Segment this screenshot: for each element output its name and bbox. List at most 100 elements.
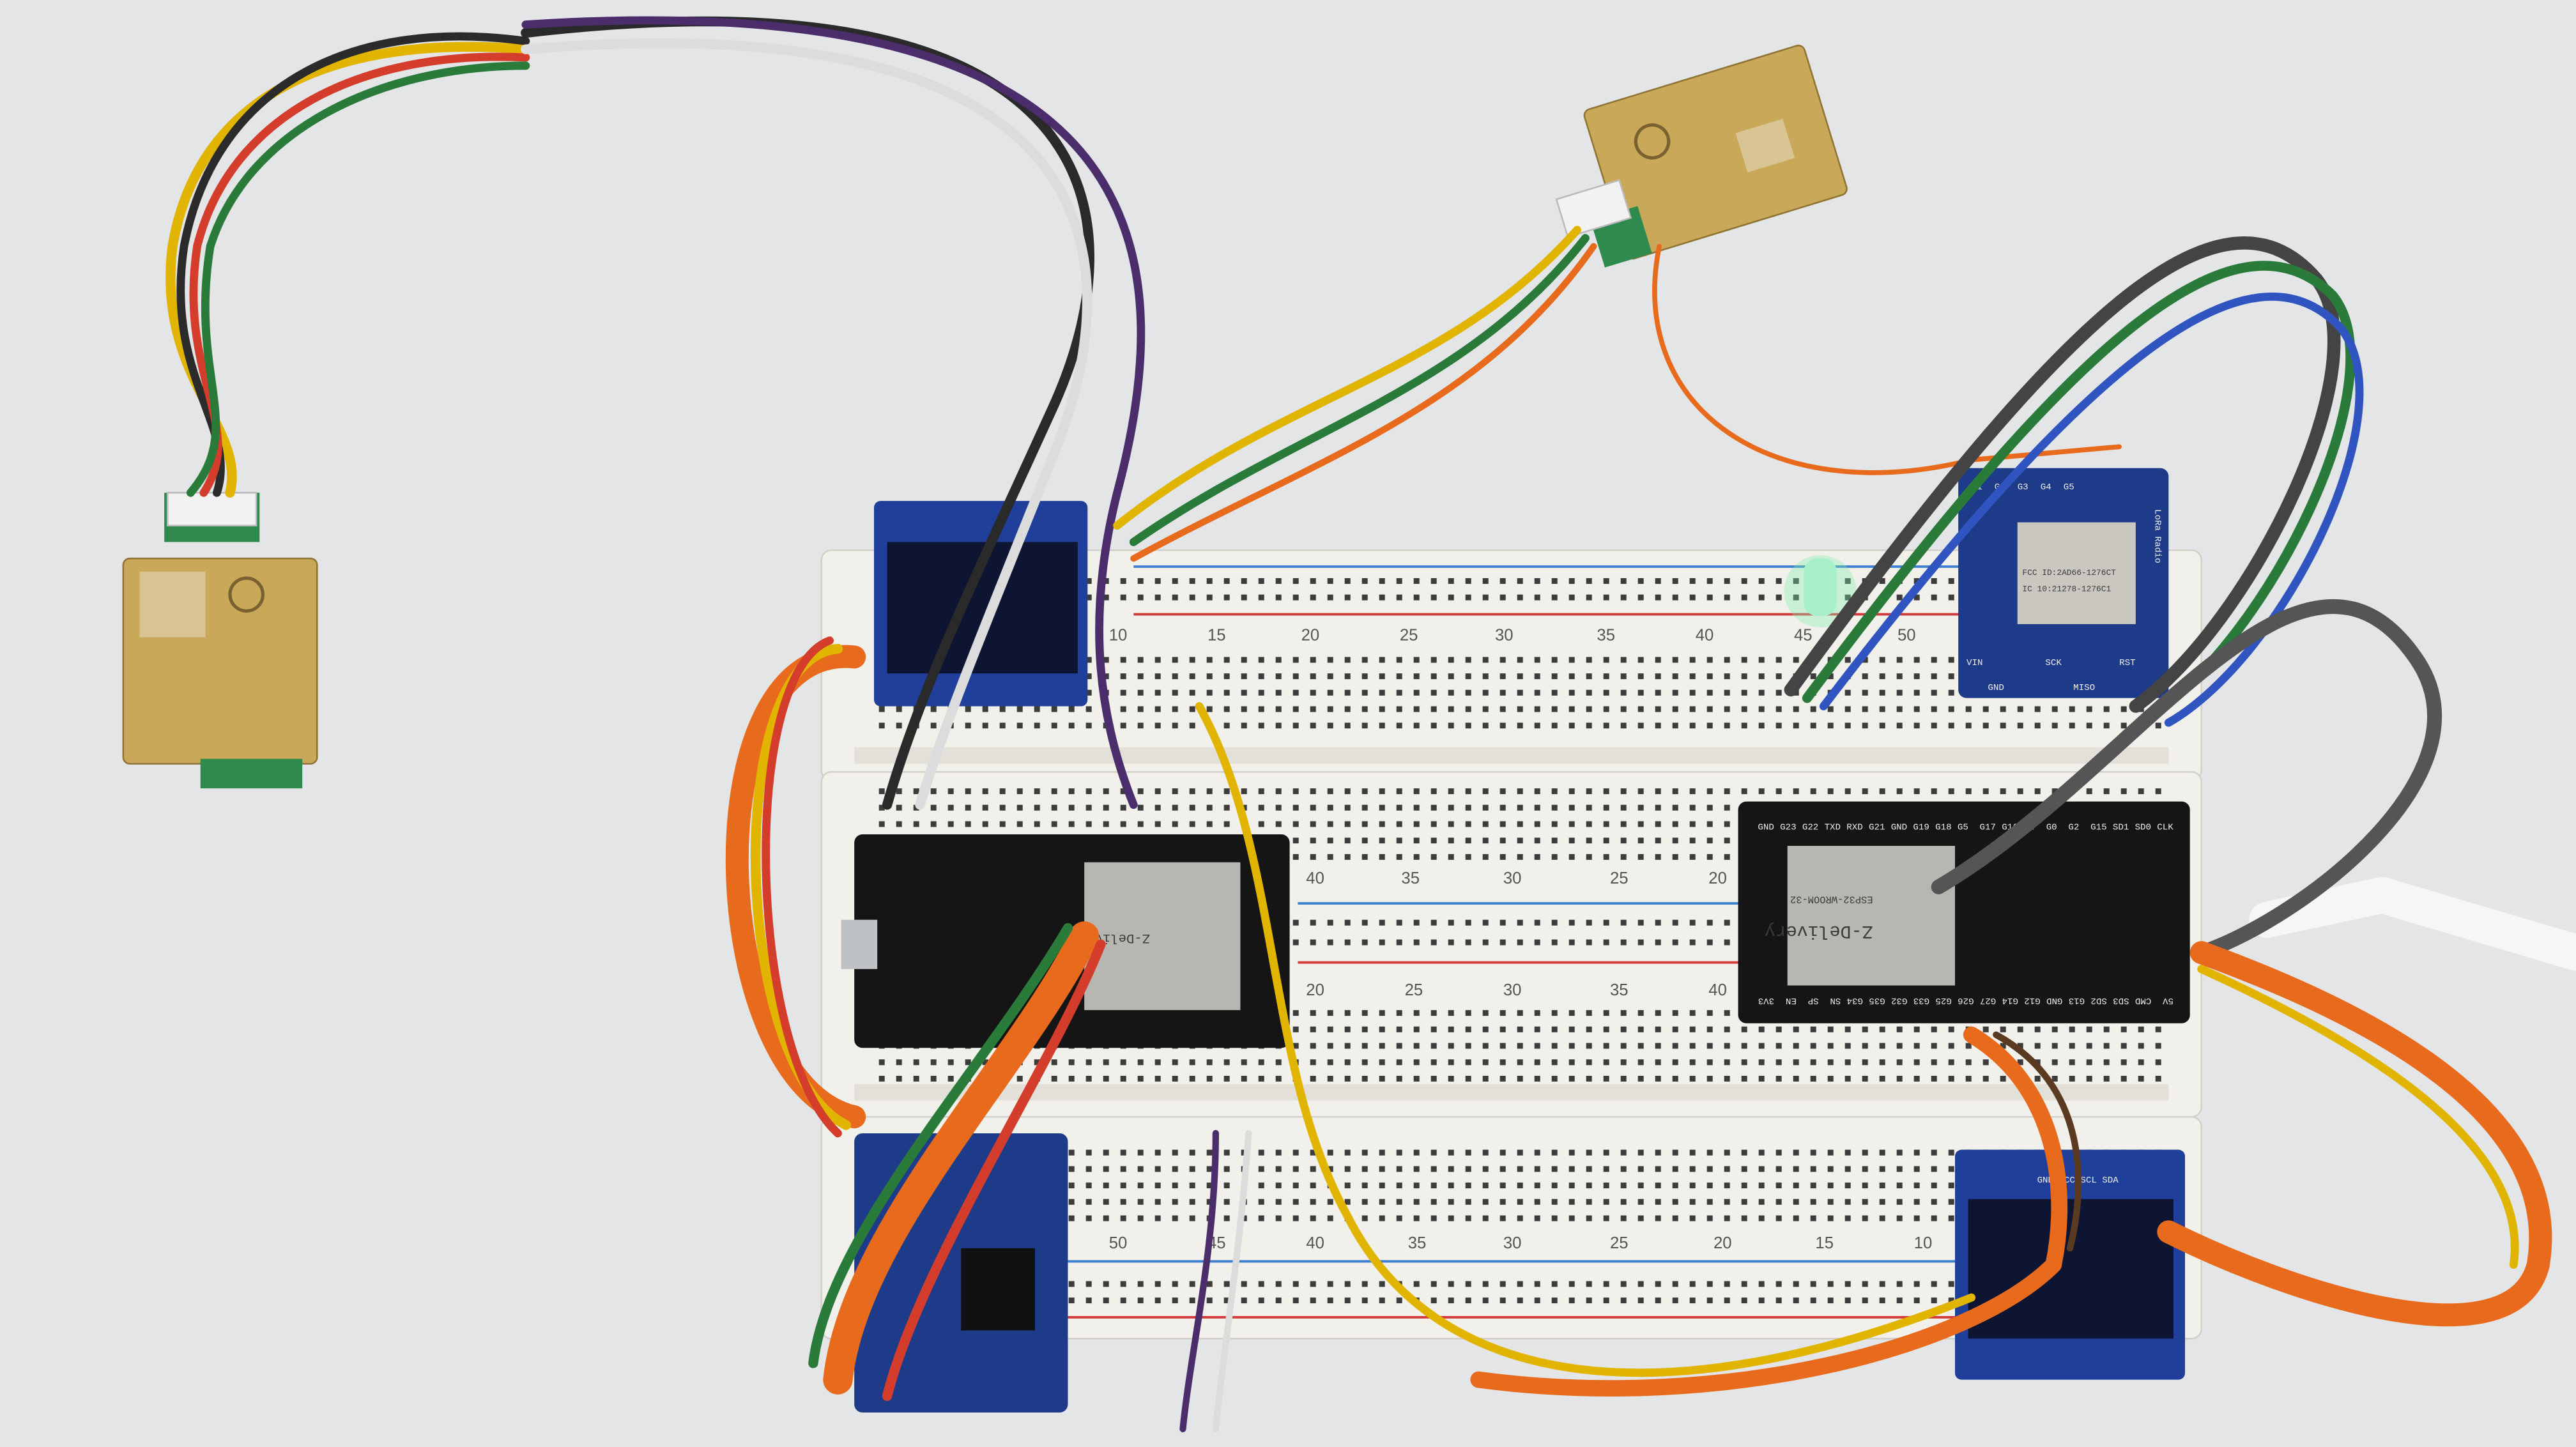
breadboard-hole (1655, 1166, 1661, 1172)
breadboard-hole (1793, 788, 1799, 795)
breadboard-hole (1913, 1059, 1920, 1066)
breadboard-hole (1465, 919, 1471, 926)
breadboard-hole (1655, 1298, 1661, 1304)
breadboard-hole (1310, 1026, 1316, 1032)
breadboard-hole (1413, 689, 1420, 696)
breadboard-hole (2069, 1059, 2075, 1066)
breadboard-hole (1637, 1026, 1644, 1032)
breadboard-hole (1741, 1298, 1747, 1304)
breadboard-hole (1603, 657, 1609, 663)
breadboard-hole (1154, 673, 1161, 680)
breadboard-hole (1758, 723, 1765, 729)
breadboard-hole (1344, 594, 1351, 601)
breadboard-hole (1361, 1198, 1368, 1205)
breadboard-hole (1327, 1059, 1333, 1066)
breadboard-hole (1896, 723, 1903, 729)
breadboard-hole (1482, 1010, 1489, 1016)
breadboard-hole (1551, 1059, 1558, 1066)
breadboard-hole (1103, 673, 1109, 680)
breadboard-hole (1430, 657, 1437, 663)
breadboard-hole (1982, 706, 1989, 712)
breadboard-hole (1499, 578, 1506, 584)
breadboard-hole (1844, 594, 1851, 601)
col-number: 40 (1708, 981, 1727, 999)
breadboard-hole (1085, 1215, 1092, 1221)
breadboard-hole (2000, 1075, 2006, 1082)
breadboard-hole (1344, 578, 1351, 584)
breadboard-hole (1396, 673, 1402, 680)
breadboard-hole (1120, 657, 1126, 663)
breadboard-hole (1051, 821, 1057, 827)
breadboard-hole (1465, 854, 1471, 860)
breadboard-hole (1430, 1075, 1437, 1082)
esp32-pin-label: G2 (2068, 822, 2079, 832)
breadboard-hole (1396, 578, 1402, 584)
breadboard-hole (1827, 1281, 1834, 1287)
breadboard-hole (1879, 1281, 1885, 1287)
breadboard-hole (1189, 673, 1195, 680)
breadboard-hole (1551, 1075, 1558, 1082)
breadboard-hole (1361, 1166, 1368, 1172)
breadboard-hole (1068, 1298, 1075, 1304)
breadboard-hole (1120, 1183, 1126, 1189)
breadboard-hole (1103, 1059, 1109, 1066)
breadboard-hole (1068, 788, 1075, 795)
breadboard-hole (1482, 939, 1489, 946)
breadboard-hole (1051, 706, 1057, 712)
breadboard-hole (1620, 1059, 1627, 1066)
breadboard-hole (1913, 689, 1920, 696)
breadboard-hole (1482, 1075, 1489, 1082)
breadboard-hole (1448, 838, 1454, 844)
breadboard-hole (1327, 689, 1333, 696)
breadboard-hole (1223, 788, 1230, 795)
lora-pin-gnd: GND (1988, 683, 2004, 693)
breadboard-hole (1827, 1075, 1834, 1082)
breadboard-hole (1379, 706, 1385, 712)
breadboard-hole (1931, 788, 1937, 795)
breadboard-hole (1637, 919, 1644, 926)
breadboard-hole (1551, 723, 1558, 729)
breadboard-hole (1758, 1298, 1765, 1304)
breadboard-hole (1206, 1183, 1213, 1189)
esp32-pin-label: G5 (1958, 822, 1968, 832)
oled-display-top (874, 501, 1088, 707)
breadboard-hole (1413, 578, 1420, 584)
breadboard-hole (2155, 788, 2161, 795)
breadboard-hole (1361, 919, 1368, 926)
breadboard-hole (1982, 1026, 1989, 1032)
breadboard-hole (1655, 594, 1661, 601)
breadboard-hole (1310, 838, 1316, 844)
breadboard-hole (1551, 1010, 1558, 1016)
breadboard-hole (1534, 689, 1540, 696)
breadboard-hole (1275, 578, 1282, 584)
breadboard-hole (1275, 673, 1282, 680)
breadboard-hole (1551, 838, 1558, 844)
breadboard-hole (1931, 673, 1937, 680)
breadboard-hole (1913, 1198, 1920, 1205)
breadboard-hole (1396, 1166, 1402, 1172)
breadboard-hole (2155, 1059, 2161, 1066)
breadboard-hole (2034, 723, 2041, 729)
breadboard-hole (1827, 1183, 1834, 1189)
breadboard-hole (1241, 689, 1247, 696)
breadboard-hole (896, 723, 902, 729)
breadboard-hole (2103, 1059, 2110, 1066)
breadboard-hole (1379, 1010, 1385, 1016)
breadboard-hole (1448, 657, 1454, 663)
breadboard-hole (1655, 939, 1661, 946)
breadboard-hole (1223, 657, 1230, 663)
breadboard-hole (1275, 1166, 1282, 1172)
col-number: 20 (1306, 981, 1324, 999)
breadboard-hole (1413, 919, 1420, 926)
breadboard-hole (1637, 1010, 1644, 1016)
breadboard-hole (1724, 804, 1730, 811)
breadboard-hole (1292, 821, 1299, 827)
breadboard-hole (1292, 1281, 1299, 1287)
breadboard-hole (1361, 804, 1368, 811)
breadboard-hole (2051, 1075, 2058, 1082)
breadboard-hole (1379, 1149, 1385, 1156)
breadboard-hole (1741, 657, 1747, 663)
breadboard-hole (1344, 673, 1351, 680)
breadboard-hole (1568, 723, 1575, 729)
breadboard-hole (1706, 578, 1713, 584)
